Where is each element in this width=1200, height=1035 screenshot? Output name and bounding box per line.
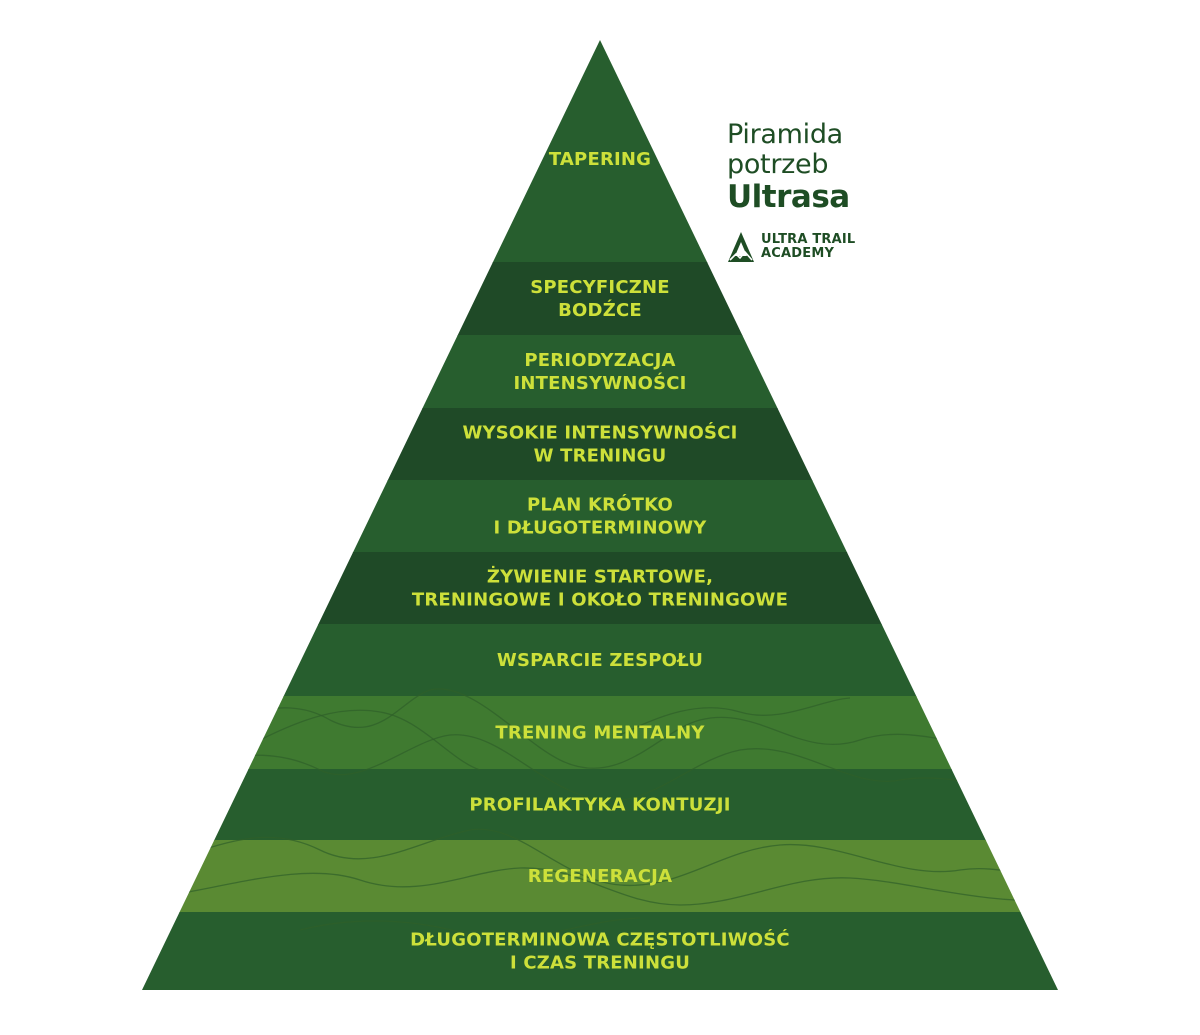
- pyramid-level-9: [142, 769, 1058, 841]
- pyramid-level-label-line: INTENSYWNOŚCI: [513, 372, 686, 394]
- title-block: Piramida potrzeb Ultrasa: [727, 119, 927, 215]
- title-line-3: Ultrasa: [727, 179, 850, 215]
- logo-line-2: ACADEMY: [761, 246, 835, 261]
- pyramid-level-label-line: ŻYWIENIE STARTOWE,: [487, 566, 713, 588]
- pyramid-level-label-6: ŻYWIENIE STARTOWE,TRENINGOWE I OKOŁO TRE…: [412, 566, 788, 611]
- pyramid-level-label-line: PROFILAKTYKA KONTUZJI: [469, 795, 730, 816]
- contour-line: [299, 917, 641, 940]
- pyramid-level-label-line: TRENING MENTALNY: [495, 723, 705, 744]
- pyramid-level-label-line: PLAN KRÓTKO: [527, 494, 673, 516]
- pyramid-level-label-9: PROFILAKTYKA KONTUZJI: [469, 795, 730, 816]
- pyramid-level-label-line: I DŁUGOTERMINOWY: [493, 518, 707, 539]
- pyramid-level-label-8: TRENING MENTALNY: [495, 723, 705, 744]
- title-line-1: Piramida: [727, 119, 843, 150]
- pyramid-level-label-line: PERIODYZACJA: [524, 350, 675, 371]
- contour-line: [142, 734, 1058, 802]
- pyramid-level-10: [142, 840, 1058, 913]
- pyramid-level-label-line: REGENERACJA: [528, 866, 672, 887]
- contour-line: [619, 697, 851, 736]
- pyramid-level-3: [142, 335, 1058, 409]
- pyramid-level-label-line: WSPARCIE ZESPOŁU: [497, 650, 703, 671]
- pyramid-level-label-line: TAPERING: [549, 149, 651, 170]
- contour-line: [142, 828, 1058, 887]
- mountain-logo-icon: [728, 232, 754, 262]
- pyramid-level-5: [142, 480, 1058, 553]
- pyramid-level-label-7: WSPARCIE ZESPOŁU: [497, 650, 703, 671]
- mountain-contours-decoration: [142, 688, 1058, 940]
- pyramid-level-label-line: W TRENINGU: [534, 446, 667, 467]
- title-line-2: potrzeb: [727, 149, 829, 180]
- pyramid-level-label-line: DŁUGOTERMINOWA CZĘSTOTLIWOŚĆ: [410, 929, 790, 951]
- contour-line: [142, 867, 1058, 906]
- pyramid-level-6: [142, 552, 1058, 625]
- pyramid-level-11: [142, 912, 1058, 990]
- pyramid-level-4: [142, 408, 1058, 481]
- logo-line-1: ULTRA TRAIL: [761, 232, 856, 247]
- logo: ULTRA TRAIL ACADEMY: [727, 230, 855, 264]
- pyramid-level-label-1: TAPERING: [549, 149, 651, 170]
- logo-text: ULTRA TRAIL ACADEMY: [761, 233, 855, 261]
- pyramid-level-label-line: SPECYFICZNE: [530, 277, 670, 298]
- pyramid-level-label-line: WYSOKIE INTENSYWNOŚCI: [462, 422, 737, 444]
- pyramid-level-label-10: REGENERACJA: [528, 866, 672, 887]
- contour-line: [142, 688, 1058, 769]
- contour-line: [259, 709, 481, 771]
- pyramid-level-label-line: I CZAS TRENINGU: [510, 953, 690, 974]
- pyramid-level-label-line: BODŹCE: [558, 299, 642, 321]
- pyramid-level-label-line: TRENINGOWE I OKOŁO TRENINGOWE: [412, 590, 788, 611]
- pyramid-level-2: [142, 262, 1058, 336]
